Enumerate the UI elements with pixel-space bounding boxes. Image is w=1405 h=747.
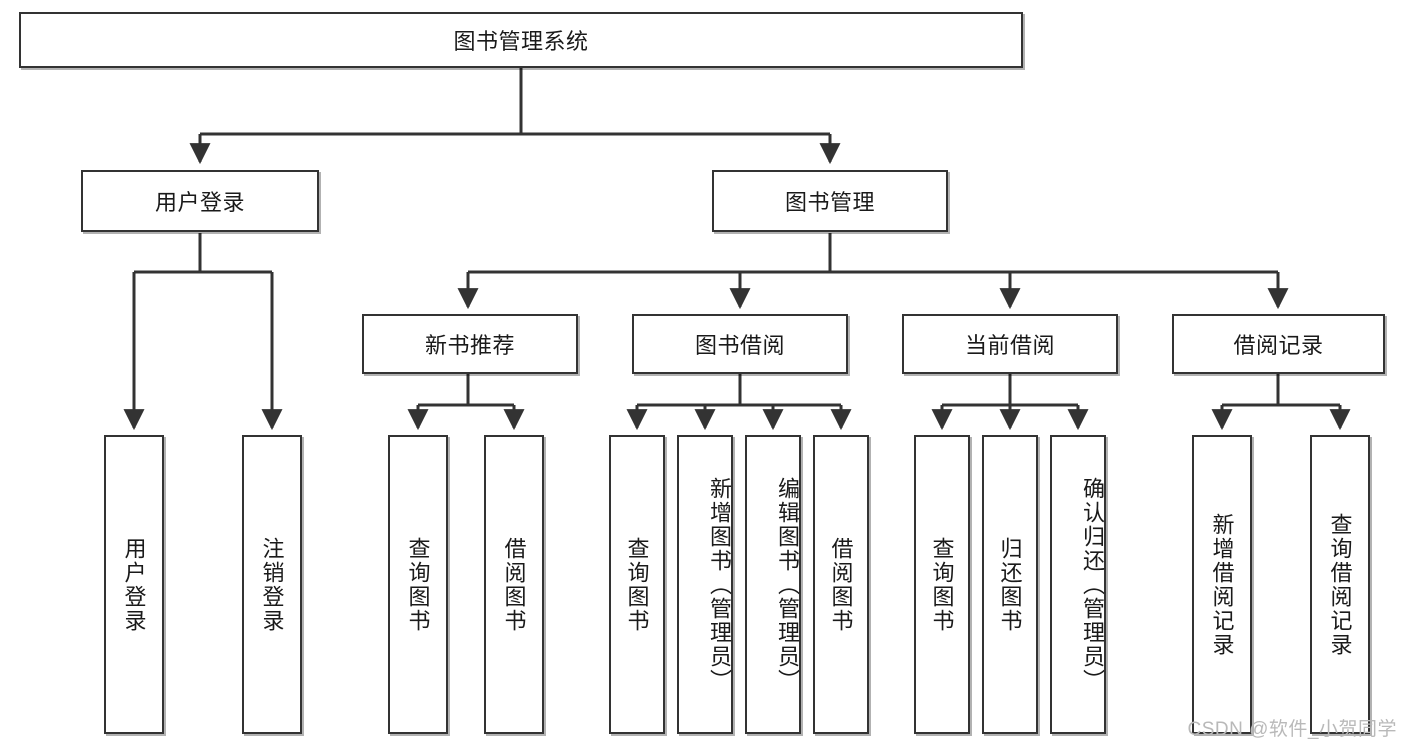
leaf-confirm-return[interactable]: 确认归还（管理员） <box>1050 435 1106 734</box>
node-root[interactable]: 图书管理系统 <box>19 12 1023 68</box>
node-new-book-recommend[interactable]: 新书推荐 <box>362 314 578 374</box>
node-book-borrow[interactable]: 图书借阅 <box>632 314 848 374</box>
node-book-manage[interactable]: 图书管理 <box>712 170 948 232</box>
leaf-borrow-book-1[interactable]: 借阅图书 <box>484 435 544 734</box>
leaf-user-logout-label: 注销登录 <box>259 536 285 633</box>
leaf-query-book-1-label: 查询图书 <box>405 536 431 633</box>
leaf-user-login[interactable]: 用户登录 <box>104 435 164 734</box>
leaf-borrow-book-1-label: 借阅图书 <box>501 536 527 633</box>
leaf-borrow-book-2[interactable]: 借阅图书 <box>813 435 869 734</box>
node-new-book-recommend-label: 新书推荐 <box>424 333 515 358</box>
leaf-borrow-book-2-label: 借阅图书 <box>828 536 854 633</box>
node-root-label: 图书管理系统 <box>453 29 589 54</box>
leaf-add-record[interactable]: 新增借阅记录 <box>1192 435 1252 734</box>
node-user-login-label: 用户登录 <box>154 190 245 215</box>
leaf-query-record-label: 查询借阅记录 <box>1327 512 1353 657</box>
leaf-return-book-label: 归还图书 <box>997 536 1023 633</box>
node-user-login[interactable]: 用户登录 <box>81 170 319 232</box>
leaf-query-book-3[interactable]: 查询图书 <box>914 435 970 734</box>
leaf-user-login-label: 用户登录 <box>121 536 147 633</box>
leaf-query-book-2-label: 查询图书 <box>624 536 650 633</box>
leaf-query-record[interactable]: 查询借阅记录 <box>1310 435 1370 734</box>
leaf-user-logout[interactable]: 注销登录 <box>242 435 302 734</box>
leaf-add-record-label: 新增借阅记录 <box>1209 512 1235 657</box>
leaf-query-book-1[interactable]: 查询图书 <box>388 435 448 734</box>
leaf-edit-book-label: 编辑图书（管理员） <box>775 476 800 693</box>
node-borrow-record[interactable]: 借阅记录 <box>1172 314 1385 374</box>
leaf-query-book-3-label: 查询图书 <box>929 536 955 633</box>
node-book-manage-label: 图书管理 <box>784 190 875 215</box>
node-borrow-record-label: 借阅记录 <box>1233 333 1324 358</box>
leaf-add-book-label: 新增图书（管理员） <box>707 476 732 693</box>
leaf-query-book-2[interactable]: 查询图书 <box>609 435 665 734</box>
leaf-return-book[interactable]: 归还图书 <box>982 435 1038 734</box>
node-book-borrow-label: 图书借阅 <box>694 333 785 358</box>
leaf-add-book[interactable]: 新增图书（管理员） <box>677 435 733 734</box>
leaf-confirm-return-label: 确认归还（管理员） <box>1080 476 1105 693</box>
node-current-borrow[interactable]: 当前借阅 <box>902 314 1118 374</box>
leaf-edit-book[interactable]: 编辑图书（管理员） <box>745 435 801 734</box>
node-current-borrow-label: 当前借阅 <box>964 333 1055 358</box>
